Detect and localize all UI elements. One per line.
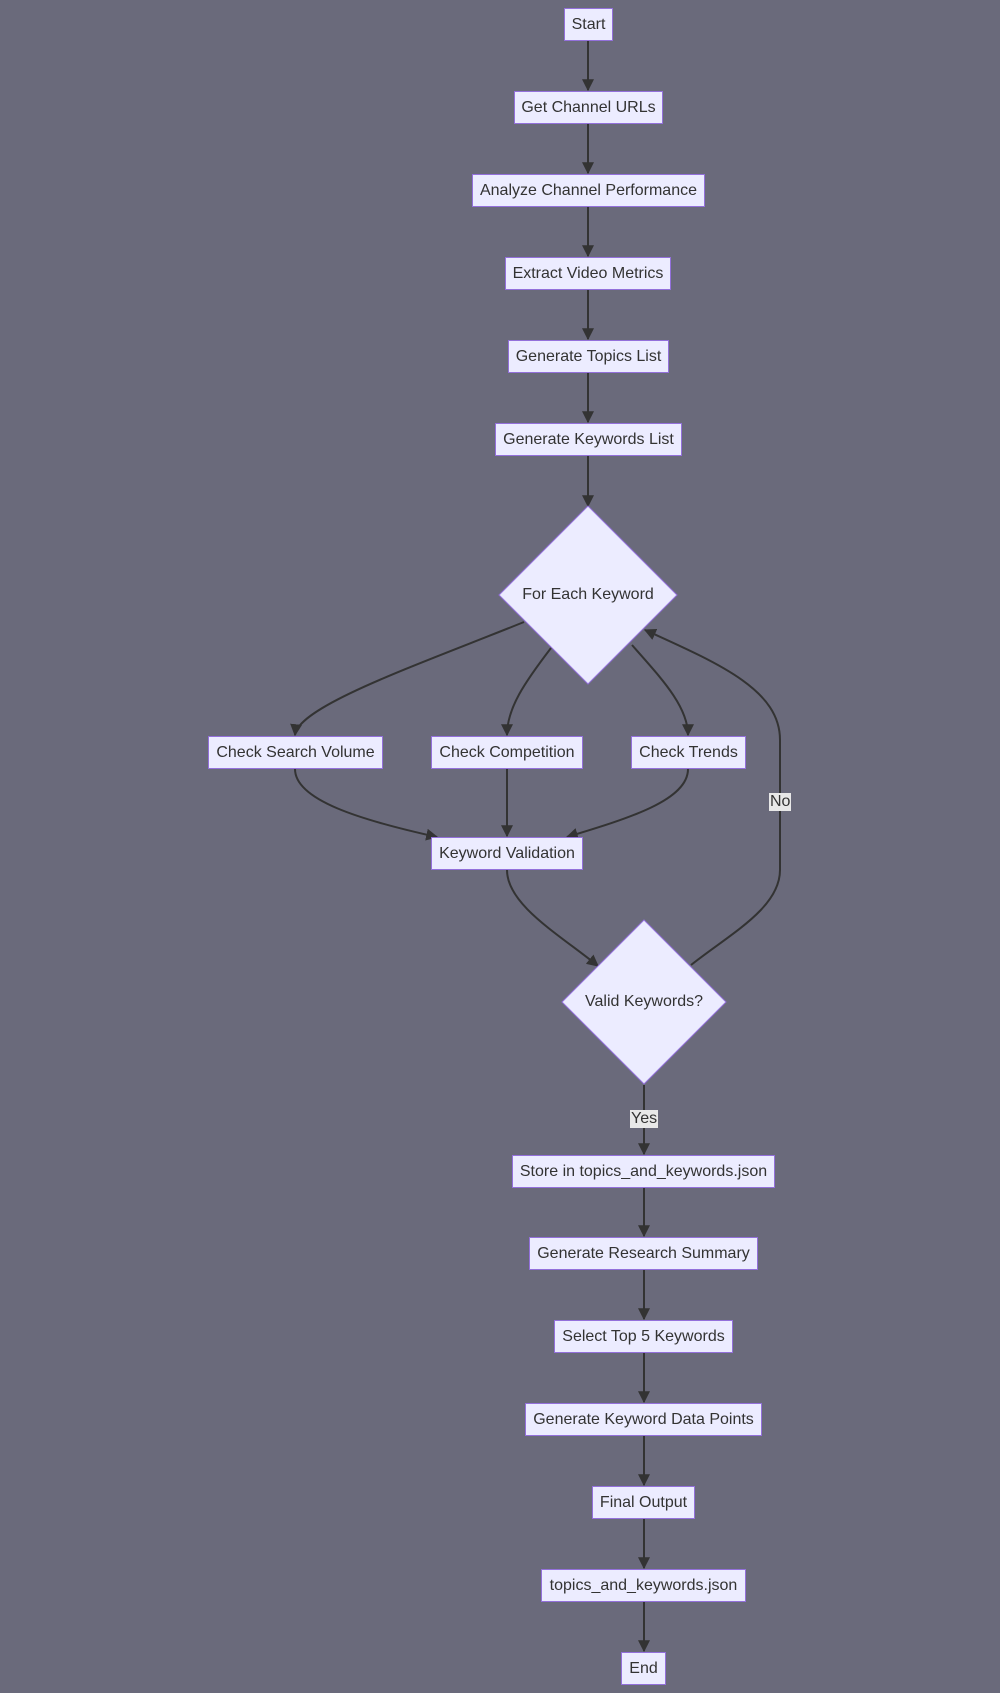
final-output-node: Final Output (592, 1486, 695, 1519)
check-trends-node: Check Trends (631, 736, 746, 769)
edge-for-each-to-trends (631, 644, 694, 737)
select-top-5-keywords-node: Select Top 5 Keywords (554, 1320, 733, 1353)
for-each-keyword-diamond (498, 505, 678, 685)
edge-label-no: No (769, 793, 792, 811)
get-channel-urls-node: Get Channel URLs (514, 91, 663, 124)
check-search-volume-node: Check Search Volume (208, 736, 383, 769)
json-file-node: topics_and_keywords.json (541, 1569, 746, 1602)
store-in-json-node: Store in topics_and_keywords.json (512, 1155, 775, 1188)
edge-for-each-to-competition (501, 647, 552, 737)
edge-label-yes: Yes (630, 1110, 659, 1128)
edge-search-volume-to-validation (294, 768, 439, 841)
end-node: End (621, 1652, 666, 1685)
keyword-validation-node: Keyword Validation (431, 837, 583, 870)
edge-for-each-to-search-volume (290, 621, 525, 737)
check-competition-node: Check Competition (431, 736, 583, 769)
analyze-channel-performance-node: Analyze Channel Performance (472, 174, 705, 207)
edge-trends-to-validation (565, 768, 689, 840)
generate-keywords-list-node: Generate Keywords List (495, 423, 682, 456)
generate-keyword-data-points-node: Generate Keyword Data Points (525, 1403, 762, 1436)
valid-keywords-diamond (561, 919, 727, 1085)
extract-video-metrics-node: Extract Video Metrics (505, 257, 671, 290)
start-node: Start (564, 8, 613, 41)
edge-validation-to-valid-keywords (506, 869, 599, 967)
edge-valid-keywords-no-to-for-each (643, 628, 781, 966)
generate-topics-list-node: Generate Topics List (508, 340, 669, 373)
generate-research-summary-node: Generate Research Summary (529, 1237, 758, 1270)
